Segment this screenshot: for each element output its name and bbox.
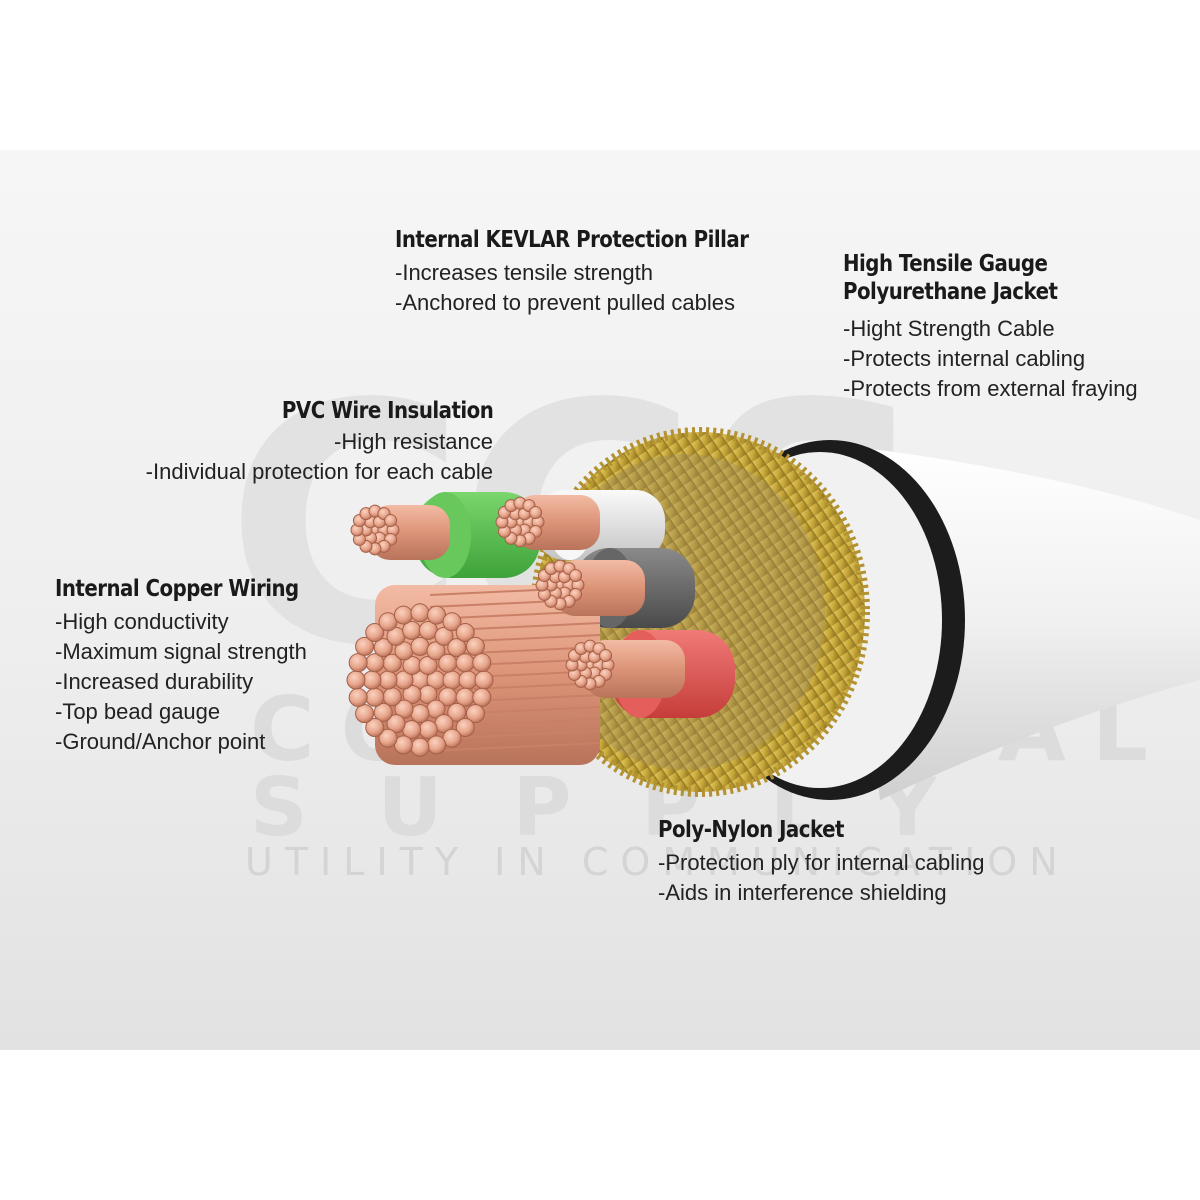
copper-strand [346, 670, 366, 690]
callout-copper-line: -Top bead gauge [55, 699, 221, 724]
callout-nylon: Poly-Nylon Jacket -Protection ply for in… [658, 816, 985, 908]
callout-polyurethane: High Tensile Gauge Polyurethane Jacket -… [843, 250, 1138, 404]
copper-strand [474, 670, 494, 690]
copper-strand [599, 649, 613, 663]
callout-kevlar-line: -Anchored to prevent pulled cables [395, 290, 735, 315]
copper-strand [386, 714, 406, 734]
copper-strand [455, 622, 475, 642]
callout-copper-line: -High conductivity [55, 609, 229, 634]
copper-strand [569, 569, 583, 583]
copper-strand [472, 653, 492, 673]
callout-nylon-title: Poly-Nylon Jacket [658, 817, 844, 843]
callout-polyurethane-title-1: High Tensile Gauge [843, 251, 1048, 277]
watermark-tagline: UTILITY IN COMMUNICATION [245, 840, 1070, 884]
copper-strand [365, 622, 385, 642]
callout-kevlar-line: -Increases tensile strength [395, 260, 654, 285]
callout-copper-line: -Increased durability [55, 669, 254, 694]
copper-strand [382, 687, 402, 707]
copper-strand [393, 605, 413, 625]
copper-strand [394, 699, 414, 719]
callout-pvc: PVC Wire Insulation -High resistance -In… [145, 397, 494, 487]
copper-strand [410, 603, 430, 623]
copper-strand [438, 653, 458, 673]
copper-strand [378, 670, 398, 690]
copper-strand [426, 641, 446, 661]
copper-strand [529, 506, 543, 520]
callout-kevlar: Internal KEVLAR Protection Pillar -Incre… [395, 226, 806, 318]
copper-strand [418, 655, 438, 675]
copper-strand [447, 702, 467, 722]
copper-strand [427, 735, 447, 755]
callout-polyurethane-line: -Protects from external fraying [843, 376, 1138, 401]
copper-strand [447, 638, 467, 658]
copper-strand [410, 636, 430, 656]
copper-strand [373, 638, 393, 658]
copper-strand-faces [346, 496, 615, 757]
copper-strand [458, 670, 478, 690]
copper-strand [378, 728, 398, 748]
copper-strand [355, 636, 375, 656]
copper-strand [455, 718, 475, 738]
copper-strand [365, 718, 385, 738]
copper-strand [384, 514, 398, 528]
copper-strand [455, 653, 475, 673]
copper-strand [348, 653, 368, 673]
callout-nylon-line: -Protection ply for internal cabling [658, 850, 985, 875]
copper-strand [410, 704, 430, 724]
callout-pvc-title: PVC Wire Insulation [281, 398, 494, 424]
copper-strand [410, 737, 430, 757]
callout-copper-line: -Ground/Anchor point [55, 729, 266, 754]
callout-copper-title: Internal Copper Wiring [55, 576, 299, 602]
copper-strand [465, 636, 485, 656]
copper-strand [434, 626, 454, 646]
callout-polyurethane-line: -Protects internal cabling [843, 346, 1086, 371]
callout-copper: Internal Copper Wiring -High conductivit… [55, 575, 338, 757]
copper-strand [362, 670, 382, 690]
callout-kevlar-title: Internal KEVLAR Protection Pillar [395, 227, 749, 253]
callout-polyurethane-line: -Hight Strength Cable [843, 316, 1055, 341]
callout-pvc-line: -Individual protection for each cable [145, 459, 493, 484]
copper-strand [348, 687, 368, 707]
copper-strand [442, 670, 462, 690]
callout-nylon-line: -Aids in interference shielding [658, 880, 947, 905]
callout-copper-line: -Maximum signal strength [55, 639, 307, 664]
copper-strand [472, 687, 492, 707]
copper-strand [442, 612, 462, 632]
copper-strand [355, 704, 375, 724]
copper-strand [465, 704, 485, 724]
copper-strand [373, 702, 393, 722]
copper-strand [365, 687, 385, 707]
copper-strand [402, 685, 422, 705]
callout-pvc-line: -High resistance [334, 429, 493, 454]
callout-polyurethane-title-2: Polyurethane Jacket [843, 279, 1058, 305]
